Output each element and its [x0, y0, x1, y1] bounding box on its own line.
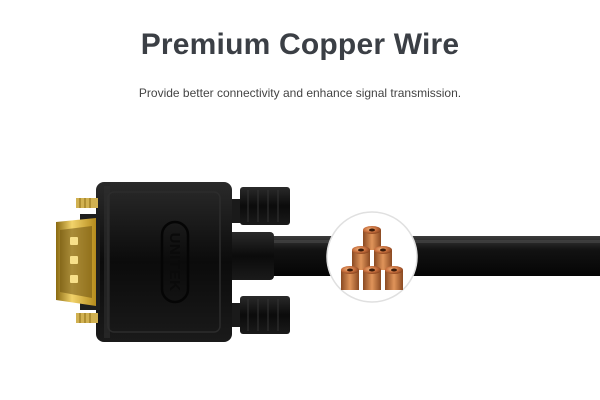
- page-title: Premium Copper Wire: [140, 28, 460, 61]
- copper-spool: [352, 246, 370, 270]
- copper-spool: [363, 226, 381, 250]
- brand-label: UNITEK: [166, 233, 183, 292]
- copper-spool: [363, 266, 381, 290]
- thumbscrew-top: [228, 187, 290, 225]
- pin: [70, 237, 78, 245]
- vga-plug: [56, 214, 100, 310]
- copper-spool: [374, 246, 392, 270]
- copper-spool: [341, 266, 359, 290]
- brand-logo: UNITEK: [160, 220, 190, 304]
- screw-top: [76, 198, 98, 208]
- copper-spools-callout: [326, 211, 418, 303]
- page-subtitle: Provide better connectivity and enhance …: [138, 86, 462, 100]
- pin: [70, 256, 78, 264]
- thumbscrew-bottom: [228, 296, 290, 334]
- cable: [240, 236, 600, 276]
- strain-relief: [228, 232, 274, 280]
- copper-spool: [385, 266, 403, 290]
- pin: [70, 275, 78, 283]
- screw-bottom: [76, 313, 98, 323]
- connector-housing: [96, 182, 232, 342]
